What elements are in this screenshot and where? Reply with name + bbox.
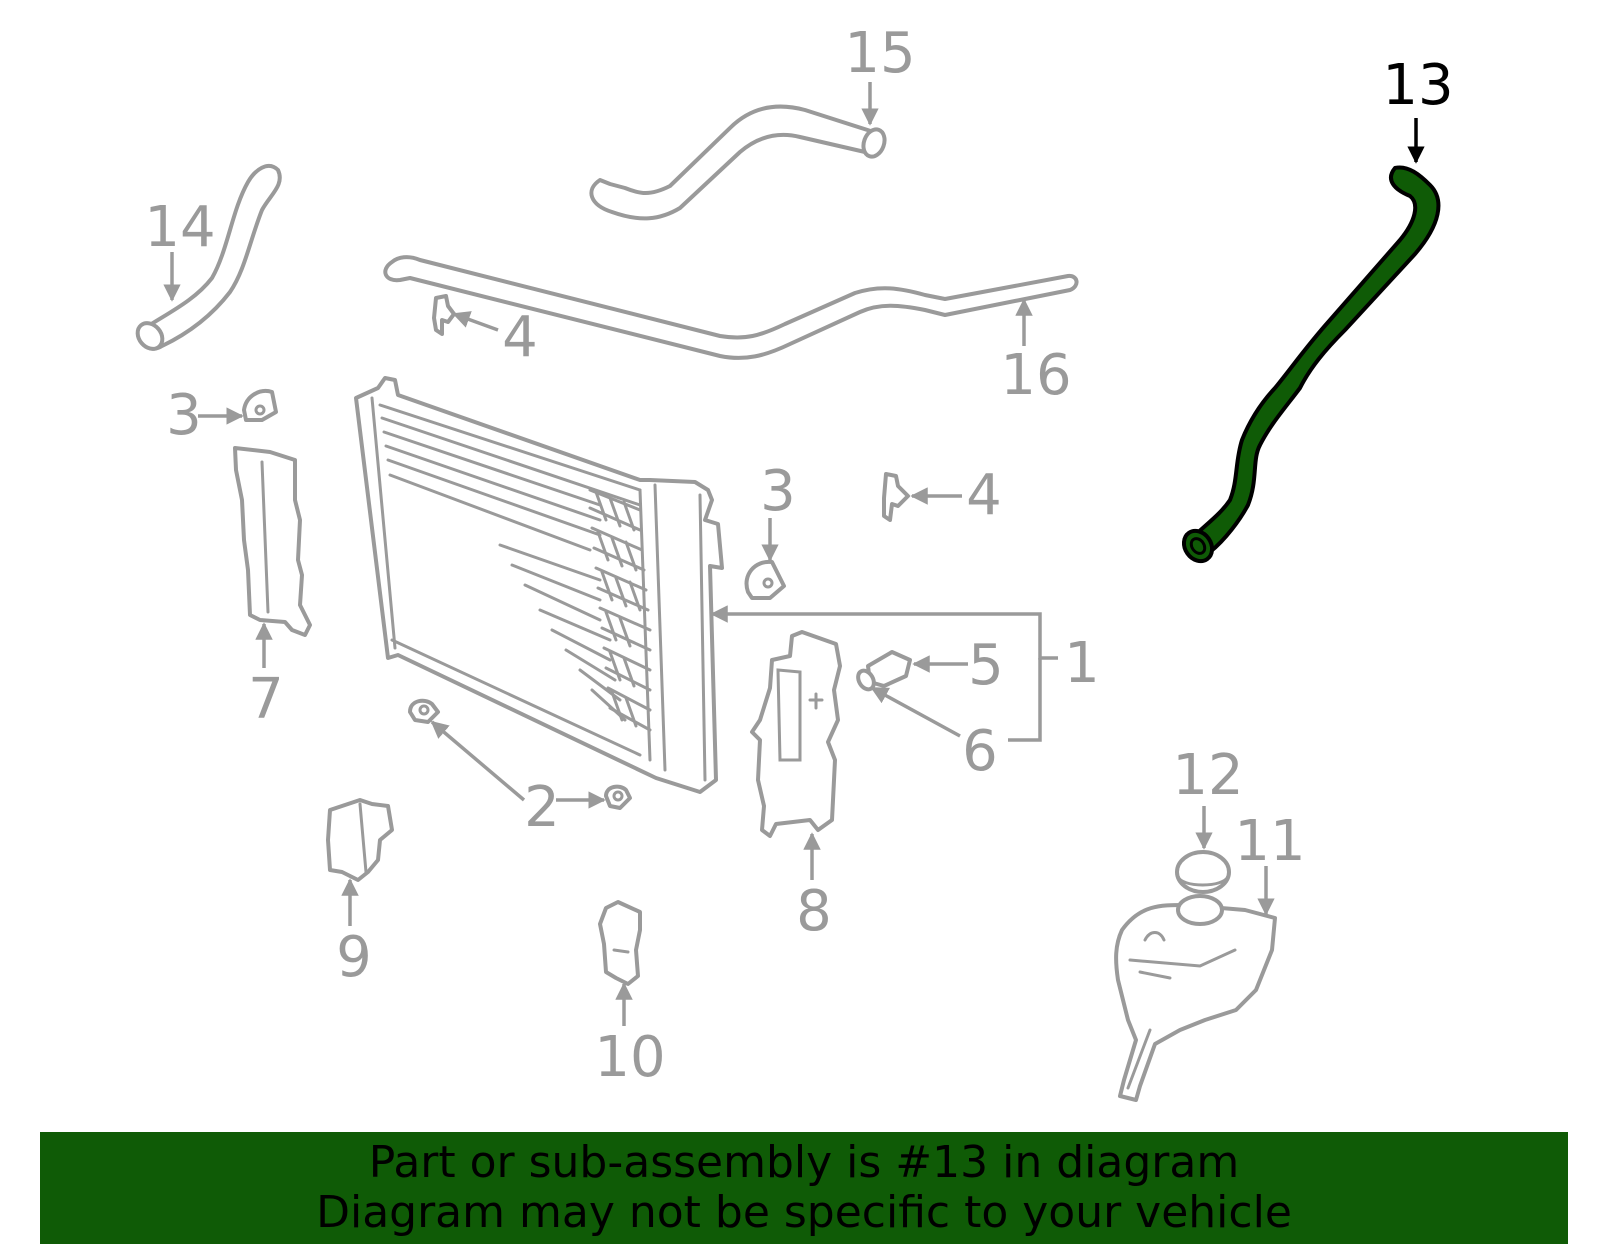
grommet-part-2-right	[604, 784, 632, 810]
lower-hose-part-13-highlighted	[1181, 165, 1441, 564]
reservoir-cap-part-12	[1175, 850, 1231, 894]
inlet-hose-part-14	[135, 163, 282, 351]
bracket-part-9	[326, 798, 394, 882]
baffle-part-8	[750, 630, 842, 838]
radiator-part-1	[354, 376, 724, 794]
callout-label-1: 1	[1064, 631, 1100, 696]
callout-label-8: 8	[796, 879, 832, 944]
side-bracket-part-7	[233, 446, 312, 637]
callout-label-3-right: 3	[760, 459, 796, 524]
upper-hose-part-15	[589, 104, 887, 221]
callout-label-12: 12	[1172, 743, 1243, 808]
leader-lines	[163, 82, 1425, 1026]
callout-label-13-highlighted: 13	[1382, 53, 1453, 118]
callout-label-7: 7	[248, 667, 284, 732]
long-tube-part-16	[383, 255, 1079, 360]
callout-label-5: 5	[968, 633, 1004, 698]
callout-label-16: 16	[1000, 343, 1071, 408]
callout-label-4-upper: 4	[502, 305, 538, 370]
callout-label-2: 2	[524, 775, 560, 840]
clip-part-3-left	[242, 389, 278, 422]
banner-line-disclaimer: Diagram may not be specific to your vehi…	[316, 1187, 1292, 1238]
reservoir-part-11	[1114, 894, 1277, 1102]
clip-part-4-right	[882, 472, 910, 522]
banner-line-part-number: Part or sub-assembly is #13 in diagram	[368, 1137, 1240, 1188]
info-banner: Part or sub-assembly is #13 in diagram D…	[40, 1132, 1568, 1244]
callout-label-9: 9	[336, 925, 372, 990]
callout-label-14: 14	[144, 195, 215, 260]
callout-label-6: 6	[962, 719, 998, 784]
callout-label-15: 15	[844, 21, 915, 86]
callout-label-10: 10	[594, 1025, 665, 1090]
bracket-part-10	[598, 900, 642, 986]
clip-part-3-right	[744, 559, 786, 600]
grommet-part-2-left	[408, 698, 440, 724]
clip-part-4-upper	[432, 294, 456, 336]
callout-label-11: 11	[1234, 809, 1305, 874]
callout-labels: 15 14 4 16 3 3 4 1 5 6 7 2 8 9 10 12 11 …	[144, 21, 1453, 1090]
callout-label-4-right: 4	[966, 463, 1002, 528]
callout-label-3-left: 3	[166, 383, 202, 448]
